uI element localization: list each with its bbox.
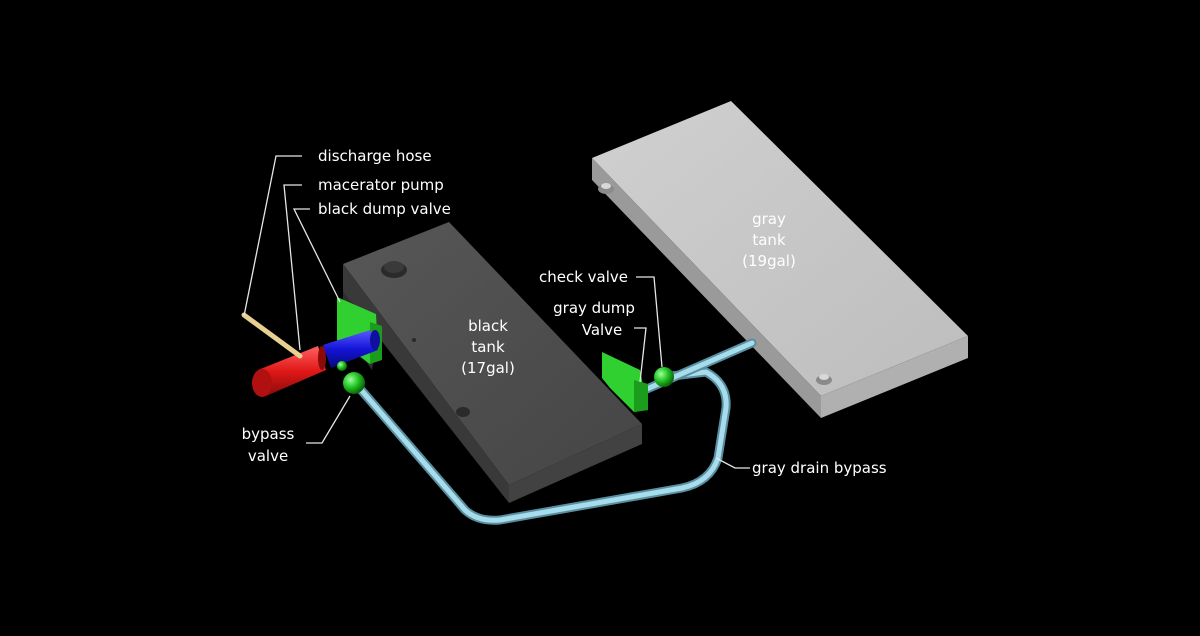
black-tank-top xyxy=(343,222,642,485)
gray-tank-fitting-left-top xyxy=(601,183,611,189)
pump-motor xyxy=(323,330,378,368)
discharge-hose xyxy=(241,312,303,359)
black-tank-port-top xyxy=(384,261,404,273)
label-black-tank-1: black xyxy=(468,317,508,335)
bypass-valve-stem xyxy=(337,361,347,371)
label-discharge-hose: discharge hose xyxy=(318,147,432,165)
label-bypass-valve-2: valve xyxy=(248,447,288,465)
label-gray-tank-3: (19gal) xyxy=(742,252,796,270)
label-macerator-pump: macerator pump xyxy=(318,176,444,194)
leader-gray-dump-valve xyxy=(634,327,647,383)
label-gray-tank-1: gray xyxy=(752,210,786,228)
label-black-tank-3: (17gal) xyxy=(461,359,515,377)
label-check-valve: check valve xyxy=(539,268,628,286)
black-tank-front-side xyxy=(343,264,509,503)
macerator-pump xyxy=(252,330,380,397)
gray-tank-front-side xyxy=(592,158,821,418)
pump-motor-end xyxy=(370,330,380,350)
gray-dump-valve xyxy=(602,352,648,412)
pump-collar xyxy=(318,346,326,370)
leader-black-dump-valve xyxy=(292,208,341,303)
gray-tank-outlet-pipe xyxy=(635,338,757,397)
label-gray-tank-2: tank xyxy=(752,231,786,249)
pump-body xyxy=(258,346,326,396)
leader-check-valve xyxy=(636,276,663,368)
leader-discharge-hose xyxy=(243,155,302,317)
gray-drain-bypass-pipe xyxy=(351,367,731,525)
label-gray-drain-bypass: gray drain bypass xyxy=(752,459,887,477)
check-valve-ball xyxy=(654,367,674,387)
gray-tank-right-side xyxy=(821,336,968,418)
leader-bypass-valve xyxy=(306,395,351,444)
gray-tank xyxy=(592,101,968,418)
leader-macerator-pump xyxy=(283,184,302,351)
label-gray-dump-valve-1: gray dump xyxy=(553,299,635,317)
bypass-valve-ball xyxy=(343,372,365,394)
leader-lines xyxy=(243,155,750,469)
gray-tank-fitting-right-top xyxy=(819,374,829,380)
label-gray-dump-valve-2: Valve xyxy=(582,321,623,339)
label-black-tank-2: tank xyxy=(471,338,505,356)
gray-tank-top xyxy=(592,101,968,396)
label-black-dump-valve: black dump valve xyxy=(318,200,451,218)
leader-gray-drain-bypass xyxy=(715,457,750,469)
black-tank-right-side xyxy=(509,424,642,503)
black-tank-fitting xyxy=(456,407,470,417)
black-tank-vent xyxy=(412,338,416,342)
label-bypass-valve-1: bypass xyxy=(242,425,295,443)
pump-cap xyxy=(252,369,272,397)
